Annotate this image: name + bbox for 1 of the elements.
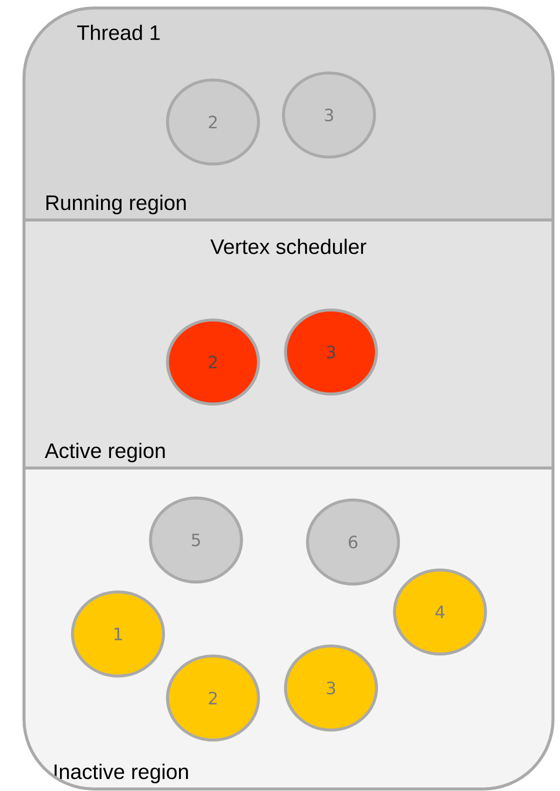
thread-container xyxy=(22,6,554,790)
